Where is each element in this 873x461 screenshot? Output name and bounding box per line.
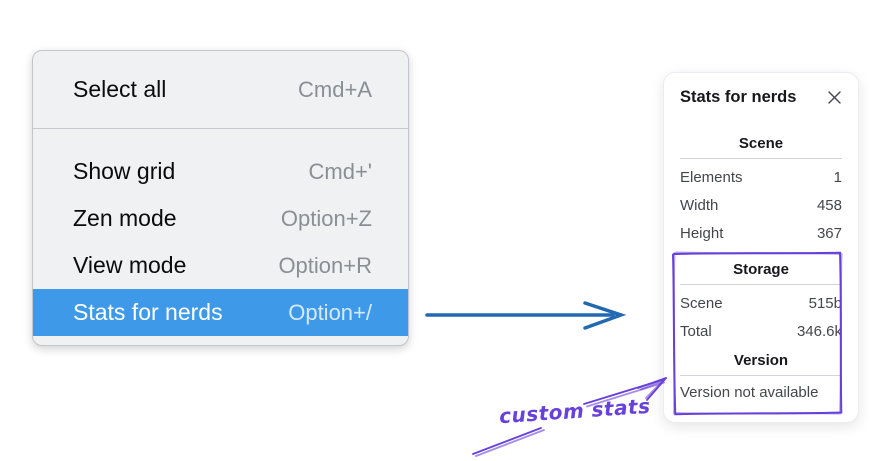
stat-row-scene-size: Scene 515b [680, 289, 842, 317]
context-menu: Select all Cmd+A Show grid Cmd+' Zen mod… [32, 50, 409, 346]
stat-label: Width [680, 196, 719, 214]
custom-stats-label: custom stats [498, 393, 652, 429]
menu-group: Show grid Cmd+' Zen mode Option+Z View m… [33, 129, 408, 336]
menu-item-zen-mode[interactable]: Zen mode Option+Z [33, 195, 408, 242]
version-section-heading: Version [733, 352, 789, 369]
stat-value: 1 [833, 168, 842, 186]
stat-row-width: Width 458 [680, 191, 842, 219]
menu-item-select-all[interactable]: Select all Cmd+A [33, 51, 408, 128]
menu-item-stats-for-nerds[interactable]: Stats for nerds Option+/ [33, 289, 408, 336]
stat-label: Elements [680, 168, 743, 186]
stat-value: 515b [808, 294, 842, 312]
section-divider [680, 375, 842, 376]
menu-item-label: Stats for nerds [73, 299, 223, 325]
stat-label: Total [680, 322, 712, 340]
storage-rows: Scene 515b Total 346.6k [680, 289, 842, 345]
version-note: Version not available [680, 383, 819, 401]
stats-panel-header: Stats for nerds [680, 86, 842, 108]
close-icon[interactable] [827, 90, 842, 105]
menu-item-label: View mode [73, 252, 187, 278]
stat-label: Height [680, 224, 724, 242]
scene-rows: Elements 1 Width 458 Height 367 [680, 163, 842, 247]
menu-divider [33, 128, 408, 129]
stat-row-total-size: Total 346.6k [680, 317, 842, 345]
menu-item-label: Zen mode [73, 205, 177, 231]
stats-panel-title: Stats for nerds [680, 87, 797, 106]
menu-item-shortcut: Option+/ [288, 299, 372, 325]
stat-row-elements: Elements 1 [680, 163, 842, 191]
stat-row-height: Height 367 [680, 219, 842, 247]
stat-value: 346.6k [796, 322, 842, 340]
stats-panel: Stats for nerds Scene Elements 1 Width 4… [663, 72, 859, 423]
menu-item-shortcut: Cmd+A [298, 76, 372, 102]
stat-value: 458 [816, 196, 842, 214]
stat-label: Scene [680, 294, 723, 312]
scene-section-heading: Scene [738, 135, 784, 152]
menu-item-label: Select all [73, 76, 167, 102]
menu-item-shortcut: Option+Z [280, 205, 372, 231]
menu-item-view-mode[interactable]: View mode Option+R [33, 242, 408, 289]
menu-item-shortcut: Cmd+' [308, 158, 373, 184]
section-divider [680, 158, 842, 159]
menu-item-shortcut: Option+R [278, 252, 372, 278]
menu-item-show-grid[interactable]: Show grid Cmd+' [33, 148, 408, 195]
menu-item-label: Show grid [73, 158, 176, 184]
stat-value: 367 [816, 224, 842, 242]
blue-arrow [425, 301, 627, 330]
storage-section-heading: Storage [733, 261, 789, 278]
section-divider [680, 284, 842, 285]
